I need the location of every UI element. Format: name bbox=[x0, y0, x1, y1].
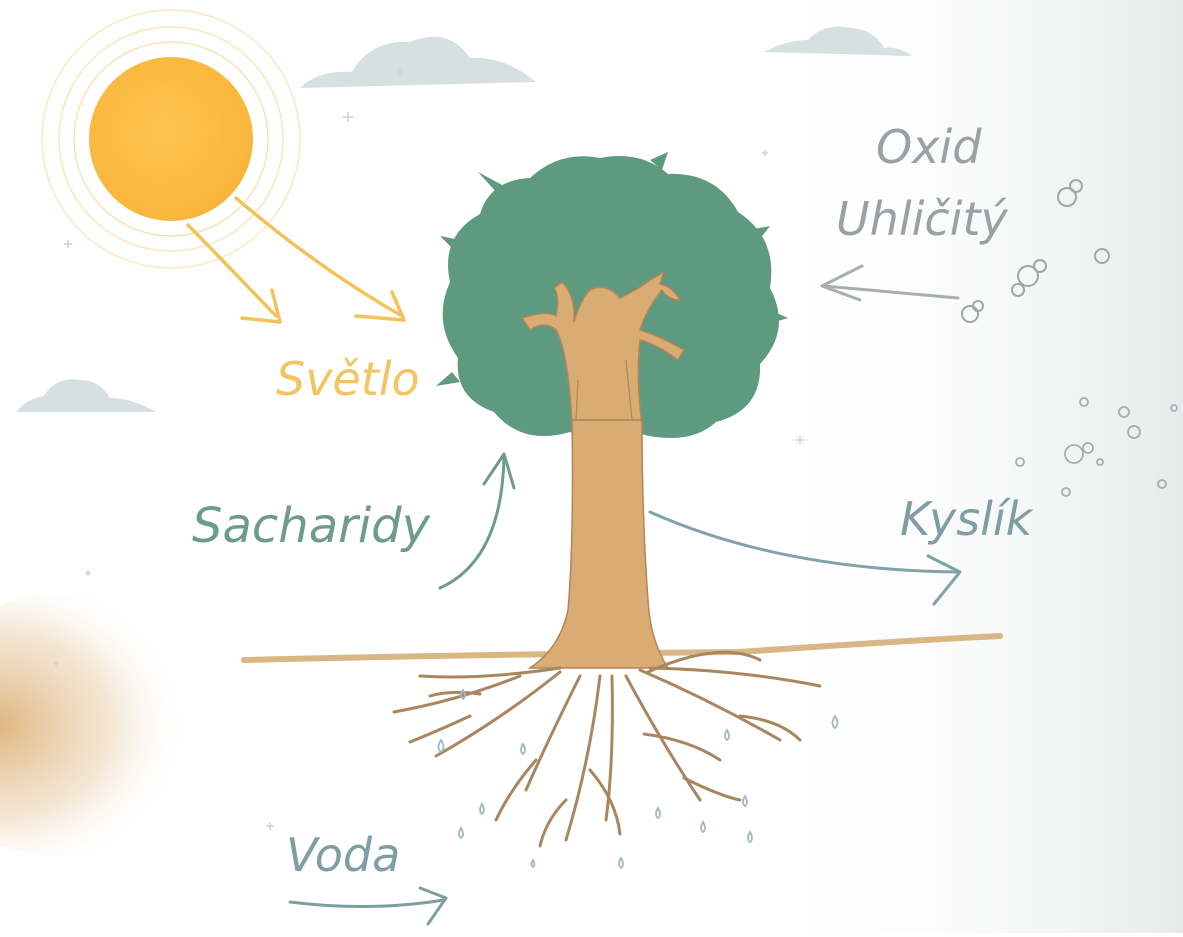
bubble-icon bbox=[1015, 397, 1178, 497]
bubble-icon bbox=[961, 179, 1110, 323]
light-arrows bbox=[186, 196, 406, 324]
cloud-icon bbox=[764, 26, 912, 56]
carbon-dioxide-label-line1: Oxid bbox=[876, 120, 982, 174]
blurred-blob bbox=[0, 595, 220, 855]
roots-icon bbox=[392, 650, 822, 848]
oxygen-arrow bbox=[648, 510, 962, 606]
sugar-arrow bbox=[438, 452, 516, 590]
ground-line bbox=[241, 633, 1003, 663]
oxygen-label: Kyslík bbox=[900, 492, 1033, 546]
background-shade bbox=[760, 0, 1183, 933]
light-label: Světlo bbox=[276, 352, 420, 406]
carbon-dioxide-label-line2: Uhličitý bbox=[836, 192, 1008, 246]
sparkle-icons bbox=[53, 68, 804, 830]
sun-icon bbox=[41, 9, 301, 269]
water-arrow bbox=[288, 886, 448, 926]
cloud-icon bbox=[300, 36, 536, 88]
co2-arrow bbox=[820, 264, 960, 302]
tree-icon bbox=[436, 152, 788, 669]
water-drop-icon bbox=[437, 688, 839, 870]
water-label: Voda bbox=[286, 828, 401, 882]
cloud-icon bbox=[16, 379, 156, 412]
sugars-label: Sacharidy bbox=[192, 498, 431, 554]
